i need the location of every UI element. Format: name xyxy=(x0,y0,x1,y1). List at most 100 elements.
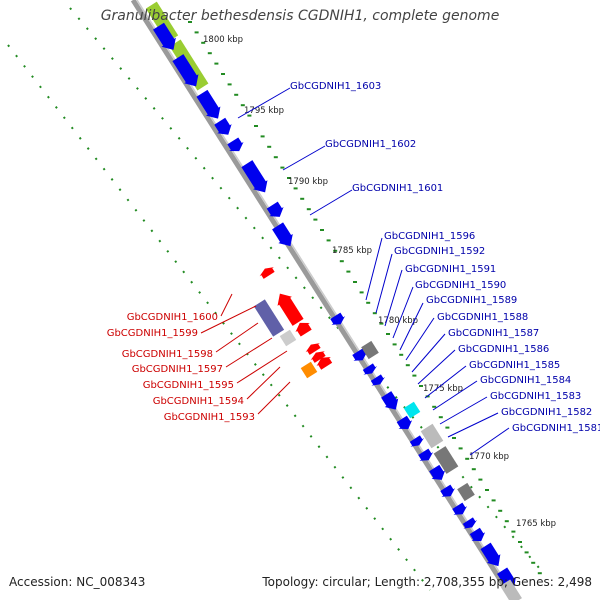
reverse-gene-arrow[interactable] xyxy=(369,373,387,388)
scale-tick xyxy=(273,156,278,159)
scale-tick xyxy=(498,509,503,512)
scale-tick xyxy=(511,530,516,533)
other-feature[interactable] xyxy=(253,299,285,337)
scale-tick xyxy=(445,426,450,429)
scale-tick xyxy=(313,218,318,221)
gene-label[interactable]: GbCGDNIH1_1591 xyxy=(405,264,496,275)
reverse-gene-arrow[interactable] xyxy=(479,542,505,571)
gene-label[interactable]: GbCGDNIH1_1582 xyxy=(501,407,592,418)
scale-tick xyxy=(537,572,542,575)
scale-tick xyxy=(471,468,476,471)
gene-label[interactable]: GbCGDNIH1_1587 xyxy=(448,328,539,339)
accession-text: Accession: NC_008343 xyxy=(9,575,146,589)
reverse-gene-arrow[interactable] xyxy=(408,434,426,449)
reverse-gene-arrow[interactable] xyxy=(226,136,247,155)
scale-label: 1775 kbp xyxy=(423,384,463,394)
gene-label[interactable]: GbCGDNIH1_1596 xyxy=(384,231,475,242)
reverse-gene-arrow[interactable] xyxy=(213,117,236,140)
pseudo-feature[interactable] xyxy=(361,340,379,360)
reverse-gene-arrow[interactable] xyxy=(195,89,225,123)
scale-tick xyxy=(372,312,377,315)
forward-gene-arrow[interactable] xyxy=(304,340,323,356)
reverse-gene-arrow[interactable] xyxy=(361,362,379,377)
reverse-gene-arrow[interactable] xyxy=(427,464,448,484)
gene-label[interactable]: GbCGDNIH1_1593 xyxy=(164,412,255,423)
gene-label[interactable]: GbCGDNIH1_1583 xyxy=(490,391,581,402)
scale-tick xyxy=(458,447,463,450)
gene-label[interactable]: GbCGDNIH1_1597 xyxy=(132,364,223,375)
pseudo-feature[interactable] xyxy=(433,446,459,474)
reverse-gene-arrow[interactable] xyxy=(329,311,348,328)
other-feature[interactable] xyxy=(403,401,421,419)
reverse-gene-arrow[interactable] xyxy=(417,447,436,464)
forward-gene-arrow[interactable] xyxy=(258,264,277,280)
scale-label: 1790 kbp xyxy=(288,177,328,187)
gene-label[interactable]: GbCGDNIH1_1592 xyxy=(394,246,485,257)
reverse-gene-arrow[interactable] xyxy=(151,22,180,55)
reverse-gene-arrow[interactable] xyxy=(265,201,287,222)
gene-label[interactable]: GbCGDNIH1_1600 xyxy=(127,312,218,323)
scale-tick xyxy=(465,457,470,460)
gene-label[interactable]: GbCGDNIH1_1599 xyxy=(107,328,198,339)
gene-label[interactable]: GbCGDNIH1_1581 xyxy=(512,423,600,434)
scale-tick xyxy=(280,166,285,169)
reverse-gene-arrow[interactable] xyxy=(468,527,488,546)
pseudo-feature[interactable] xyxy=(457,482,475,502)
scale-tick xyxy=(339,260,344,263)
reverse-gene-arrow[interactable] xyxy=(439,483,458,500)
scale-tick xyxy=(260,135,265,138)
reverse-gene-arrow[interactable] xyxy=(461,516,479,531)
scale-tick xyxy=(518,541,522,543)
scale-tick xyxy=(491,499,496,502)
scale-tick xyxy=(254,125,258,127)
scale-label: 1770 kbp xyxy=(469,452,509,462)
reverse-strand-labels: GbCGDNIH1_1603 GbCGDNIH1_1602 GbCGDNIH1_… xyxy=(237,81,600,456)
gene-label[interactable]: GbCGDNIH1_1594 xyxy=(153,396,244,407)
gene-label[interactable]: GbCGDNIH1_1595 xyxy=(143,380,234,391)
reverse-gene-arrow[interactable] xyxy=(451,501,470,518)
scale-tick xyxy=(504,520,509,523)
gene-label[interactable]: GbCGDNIH1_1589 xyxy=(426,295,517,306)
scale-tick xyxy=(524,551,529,554)
other-feature[interactable] xyxy=(279,329,297,347)
scale-tick xyxy=(333,249,338,252)
forward-gene-arrow[interactable] xyxy=(309,348,328,364)
scale-tick xyxy=(531,561,536,564)
scale-tick xyxy=(306,208,311,211)
gene-label[interactable]: GbCGDNIH1_1584 xyxy=(480,375,571,386)
rna-feature[interactable] xyxy=(145,1,179,43)
scale-tick xyxy=(267,145,272,148)
gene-label[interactable]: GbCGDNIH1_1585 xyxy=(469,360,560,371)
forward-gene-arrow[interactable] xyxy=(314,353,334,371)
forward-gene-arrow[interactable] xyxy=(293,318,314,337)
gene-label[interactable]: GbCGDNIH1_1598 xyxy=(122,349,213,360)
forward-gene-arrow[interactable] xyxy=(273,289,306,327)
gene-features xyxy=(145,1,542,600)
reverse-gene-arrow[interactable] xyxy=(171,53,204,91)
gene-label[interactable]: GbCGDNIH1_1601 xyxy=(352,183,443,194)
other-feature[interactable] xyxy=(300,361,318,379)
reverse-gene-arrow[interactable] xyxy=(240,159,273,197)
gene-label[interactable]: GbCGDNIH1_1588 xyxy=(437,312,528,323)
scale-tick xyxy=(326,239,331,242)
gene-label[interactable]: GbCGDNIH1_1590 xyxy=(415,280,506,291)
gene-label[interactable]: GbCGDNIH1_1602 xyxy=(325,139,416,150)
reverse-gene-arrow[interactable] xyxy=(395,415,415,434)
scale-tick xyxy=(287,177,291,179)
pseudo-feature[interactable] xyxy=(500,579,522,600)
gene-label[interactable]: GbCGDNIH1_1586 xyxy=(458,344,549,355)
scale-tick xyxy=(240,104,245,107)
genome-backbone xyxy=(130,0,516,600)
pseudo-feature[interactable] xyxy=(420,423,444,449)
scale-tick xyxy=(386,333,390,335)
scale-tick xyxy=(201,41,206,44)
gene-label[interactable]: GbCGDNIH1_1603 xyxy=(290,81,381,92)
scale-tick xyxy=(438,416,443,419)
scale-tick xyxy=(234,93,239,96)
reverse-gene-arrow[interactable] xyxy=(270,221,297,250)
scale-tick xyxy=(392,343,397,346)
scale-tick xyxy=(405,364,410,367)
reverse-gene-arrow[interactable] xyxy=(351,347,370,364)
reverse-gene-arrow[interactable] xyxy=(379,390,402,414)
